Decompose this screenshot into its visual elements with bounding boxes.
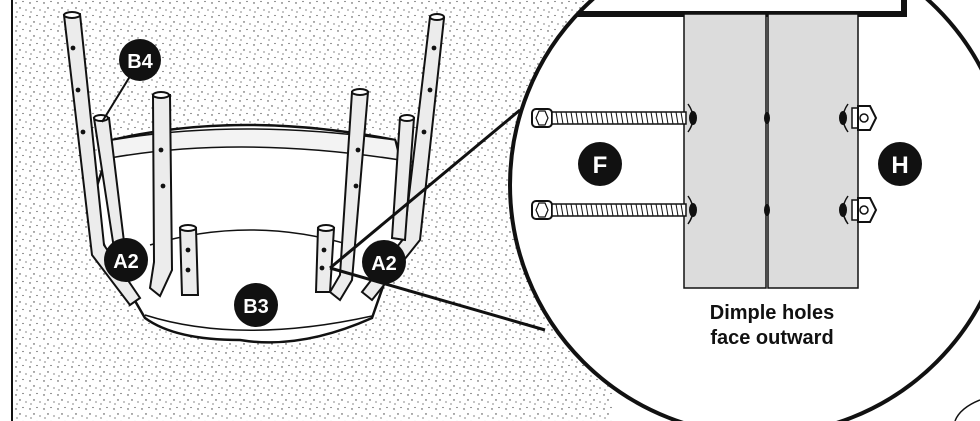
leg-plate-right [767, 13, 859, 289]
bolt-f-bottom [531, 200, 687, 220]
nut-h-top [851, 105, 878, 131]
leg-plate-left [683, 13, 767, 289]
magnifier-leader-lines [329, 108, 546, 332]
caption-line-1: Dimple holes [710, 302, 834, 324]
callout-f: F [578, 142, 622, 186]
callout-b4: B4 [119, 39, 161, 81]
callout-a2-right: A2 [362, 240, 406, 284]
seat-frame-edge [569, 0, 907, 17]
corner-stub [954, 399, 980, 421]
svg-text:B4: B4 [127, 51, 153, 73]
callout-a2-left: A2 [104, 238, 148, 282]
callout-b3: B3 [234, 283, 278, 327]
stool-legs [62, 11, 446, 307]
svg-text:H: H [891, 152, 908, 179]
magnifier-detail [508, 0, 980, 421]
caption-line-2: face outward [710, 327, 833, 349]
leg-dimple-holes [70, 45, 437, 273]
magnifier-ring [508, 0, 980, 421]
svg-text:A2: A2 [371, 253, 397, 275]
callout-h: H [878, 142, 922, 186]
svg-text:F: F [593, 152, 608, 179]
svg-text:B3: B3 [243, 296, 269, 318]
plate-dimple-holes [687, 103, 849, 225]
svg-text:A2: A2 [113, 251, 139, 273]
bolt-f-top [531, 108, 687, 128]
nut-h-bottom [851, 197, 878, 223]
